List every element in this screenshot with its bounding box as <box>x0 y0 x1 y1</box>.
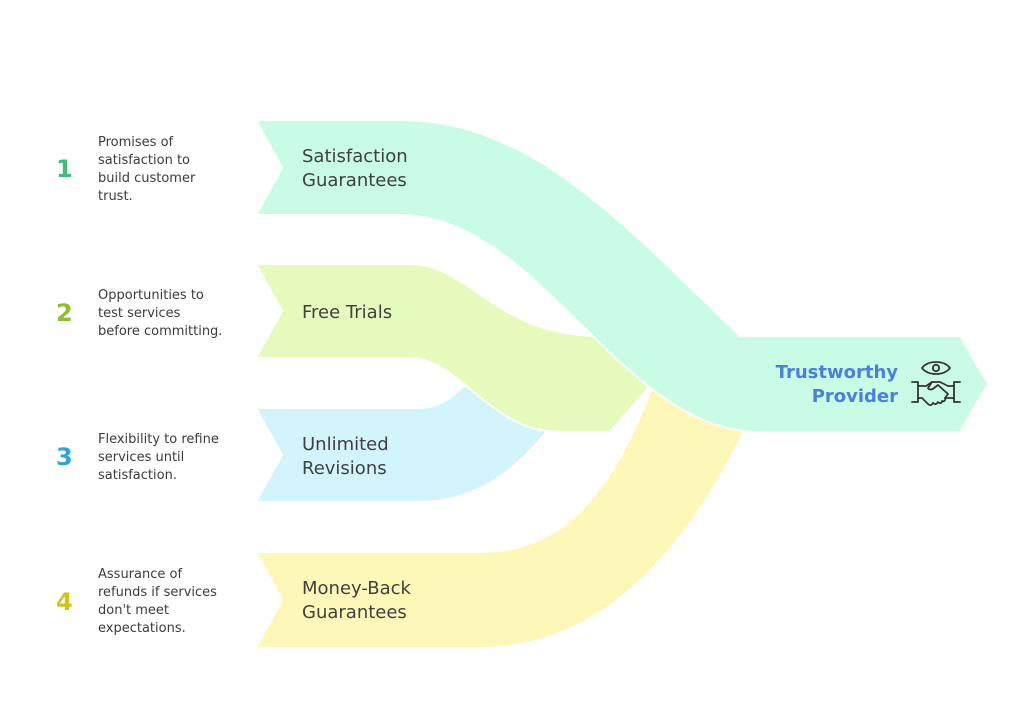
flow-band-satisfaction <box>254 119 990 433</box>
step-description-1: Promises of satisfaction to build custom… <box>98 135 196 204</box>
flow-label-unlimited-revisions: Unlimited Revisions <box>302 434 389 479</box>
step-description-3: Flexibility to refine services until sat… <box>98 432 219 483</box>
flow-band-unlimited-revisions <box>254 380 550 503</box>
handshake-eye-icon <box>908 358 964 414</box>
step-number-4: 4 <box>56 588 73 616</box>
step-number-1: 1 <box>56 155 73 183</box>
flow-band-money-back <box>254 378 747 649</box>
flow-label-money-back: Money-Back Guarantees <box>302 578 411 623</box>
flow-band-free-trials <box>254 263 657 433</box>
flow-label-free-trials: Free Trials <box>302 302 393 323</box>
target-label: Trustworthy Provider <box>775 362 898 407</box>
step-number-2: 2 <box>56 299 73 327</box>
step-description-4: Assurance of refunds if services don't m… <box>98 567 217 636</box>
step-number-3: 3 <box>56 443 73 471</box>
flow-label-satisfaction: Satisfaction Guarantees <box>302 146 408 191</box>
step-description-2: Opportunities to test services before co… <box>98 288 223 339</box>
